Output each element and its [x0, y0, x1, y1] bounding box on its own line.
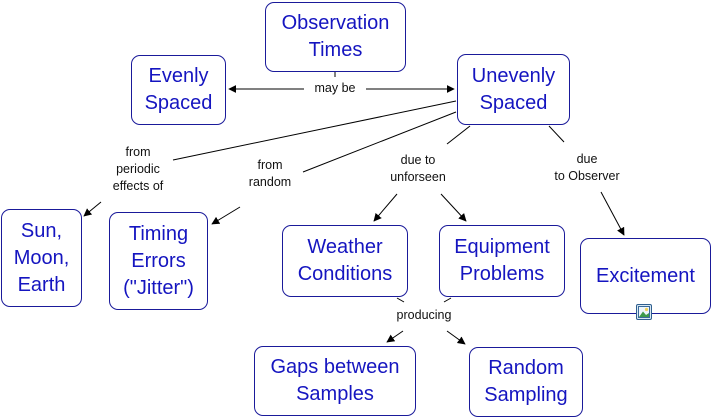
link-label-producing: producing: [396, 307, 452, 324]
concept-unevenly-spaced[interactable]: Unevenly Spaced: [457, 54, 570, 125]
link-random-to-timing: [211, 206, 241, 225]
concept-gaps-between-samples[interactable]: Gaps between Samples: [254, 346, 416, 416]
link-label-from-periodic: from periodic effects of: [112, 144, 164, 195]
concept-excitement[interactable]: Excitement: [580, 238, 711, 314]
concept-observation-times[interactable]: Observation Times: [265, 2, 406, 72]
image-icon[interactable]: [636, 304, 652, 320]
link-observer-to-excitement: [600, 191, 625, 236]
concept-timing-errors[interactable]: Timing Errors ("Jitter"): [109, 212, 208, 310]
link-unforseen-to-weather: [373, 193, 398, 222]
link-label-due-to-unforseen: due to unforseen: [390, 152, 446, 186]
concept-random-sampling[interactable]: Random Sampling: [469, 347, 583, 417]
link-producing-to-random-sampling: [446, 330, 466, 345]
link-label-from-random: from random: [248, 157, 292, 191]
link-unevenly-to-observer: [548, 125, 565, 143]
link-unforseen-to-equipment: [440, 193, 467, 222]
concept-equipment-problems[interactable]: Equipment Problems: [439, 225, 565, 297]
link-periodic-to-sun: [83, 201, 102, 217]
link-label-may-be: may be: [308, 80, 362, 97]
link-label-due-to-observer: due to Observer: [554, 151, 620, 185]
link-unevenly-to-periodic: [172, 100, 457, 161]
concept-evenly-spaced[interactable]: Evenly Spaced: [131, 55, 226, 125]
link-equipment-to-producing: [443, 297, 452, 303]
link-weather-to-producing: [396, 297, 405, 303]
concept-weather-conditions[interactable]: Weather Conditions: [282, 225, 408, 297]
link-producing-to-gaps: [386, 330, 404, 343]
concept-sun-moon-earth[interactable]: Sun, Moon, Earth: [1, 209, 82, 307]
link-unevenly-to-random: [302, 111, 457, 173]
link-unevenly-to-unforseen: [446, 125, 471, 145]
